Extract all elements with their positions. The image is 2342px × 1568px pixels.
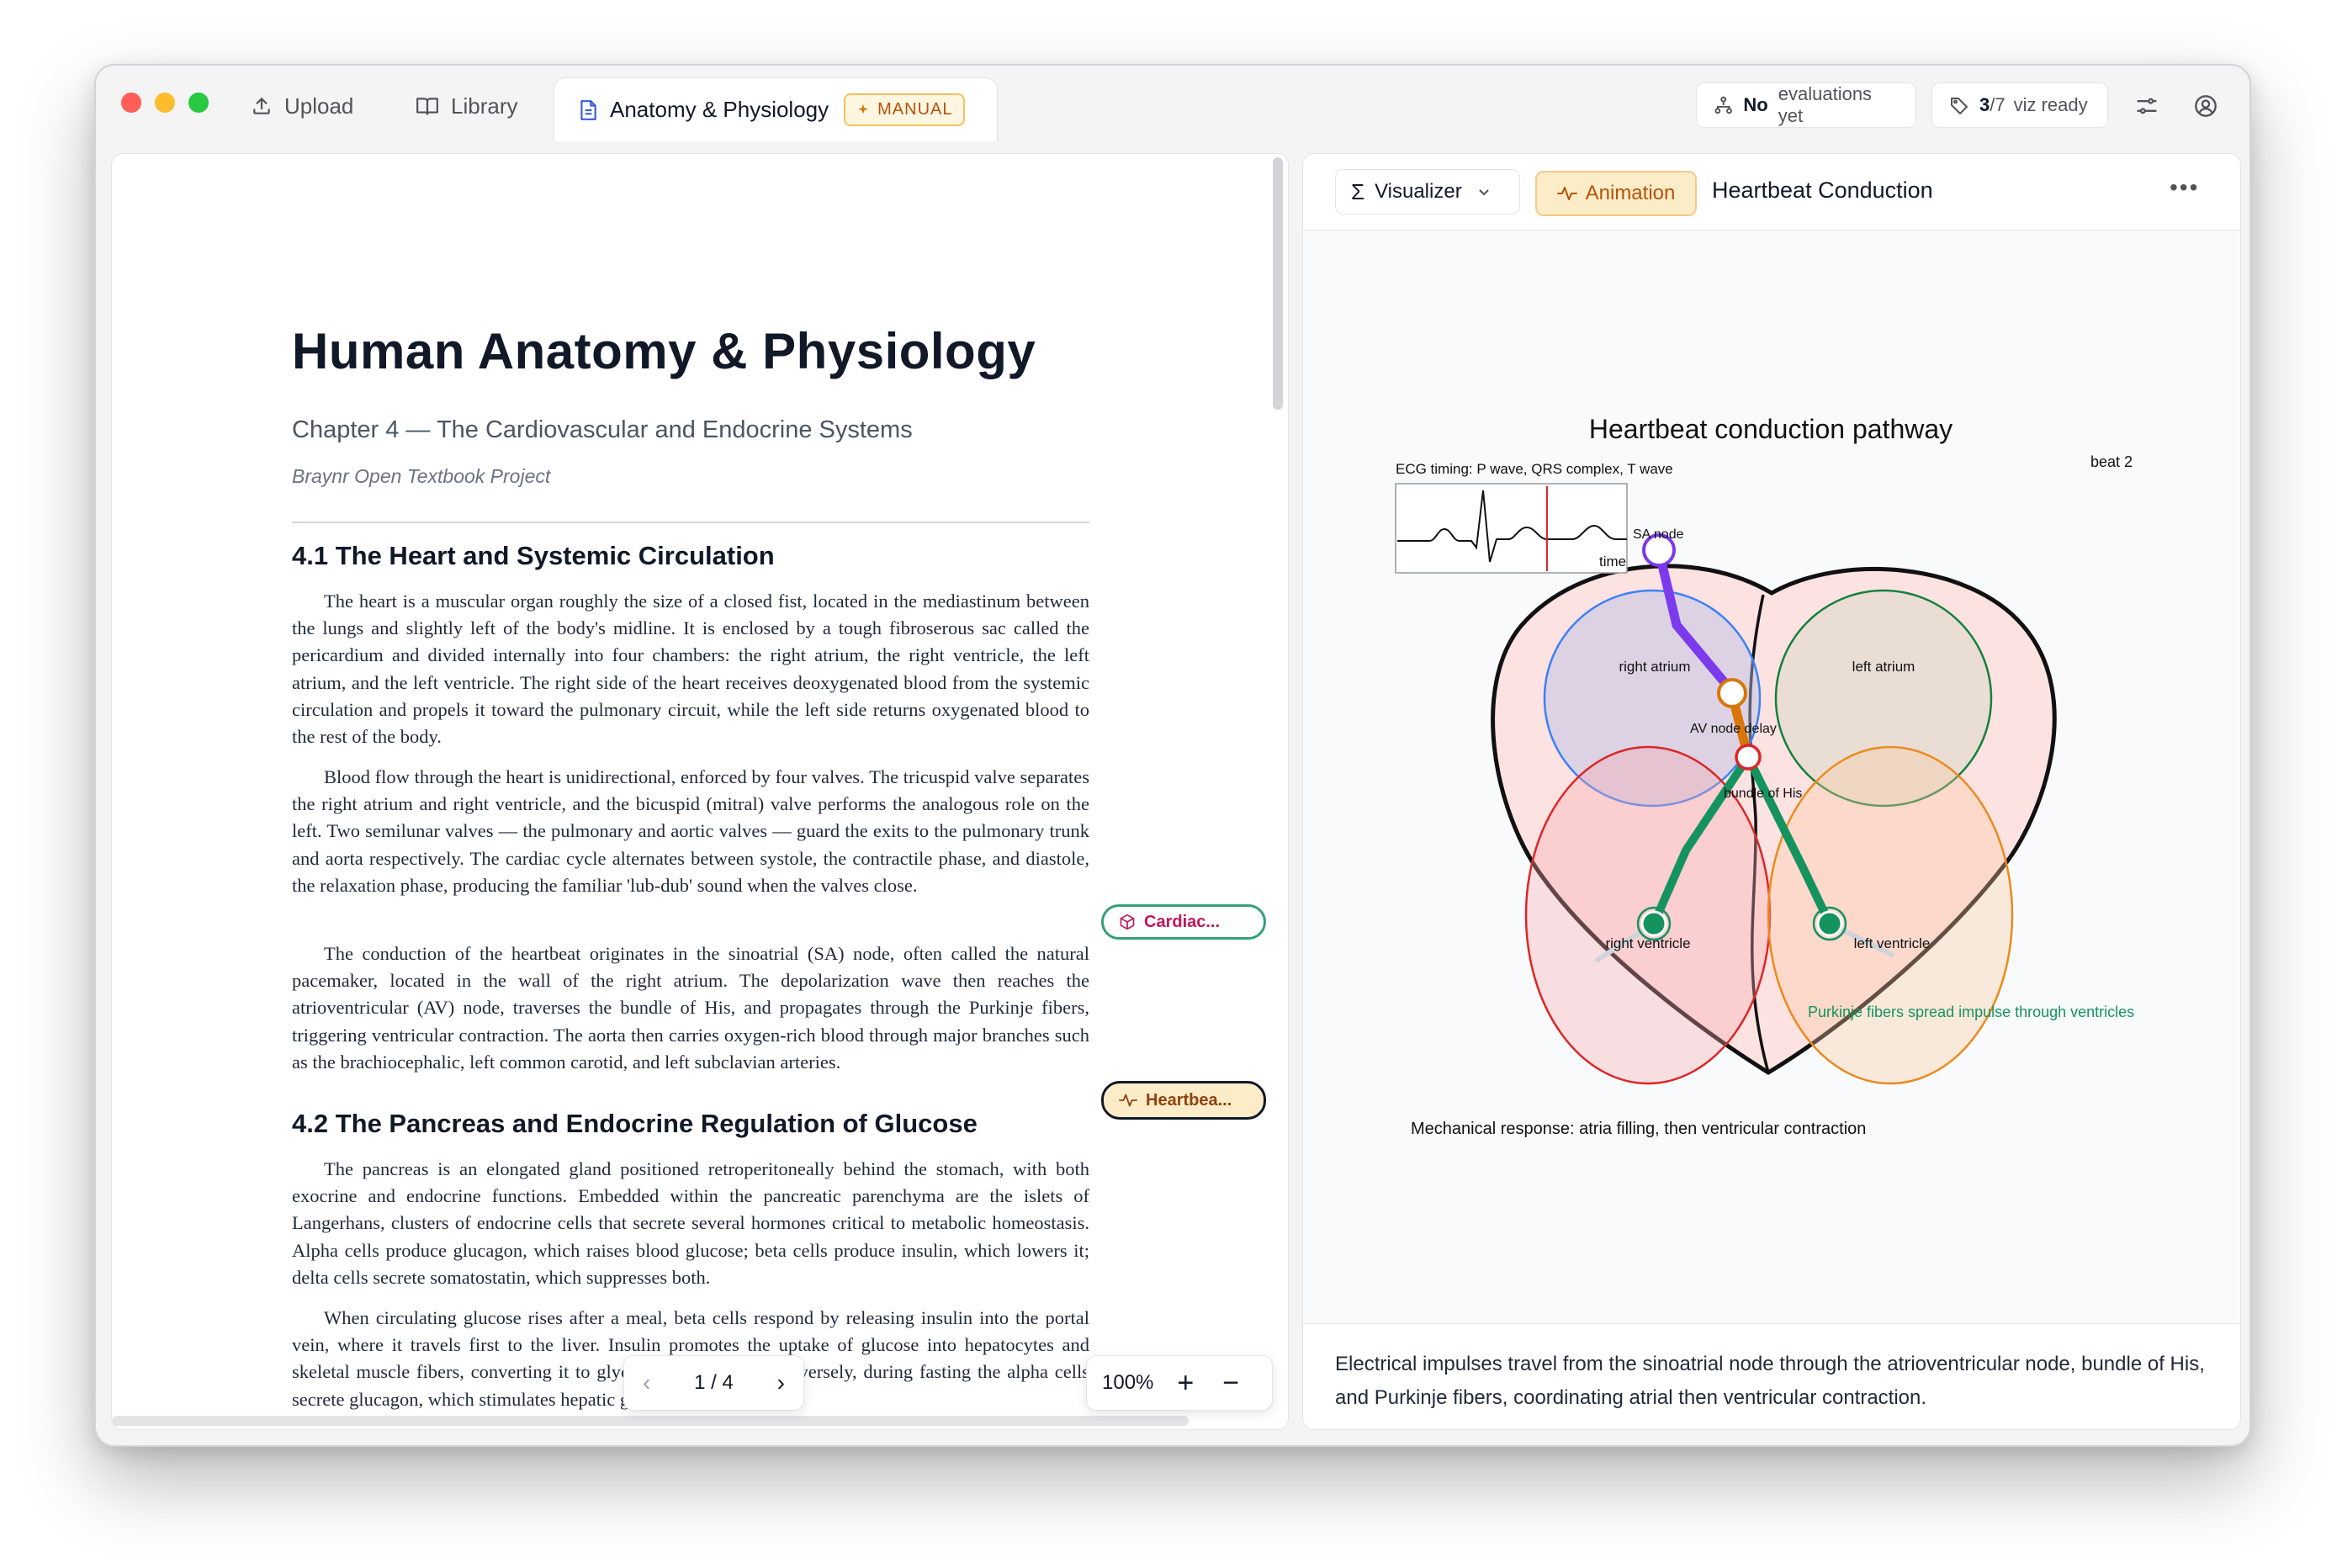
paragraph[interactable]: The pancreas is an elongated gland posit… — [292, 1158, 1089, 1288]
ecg-inset — [1395, 483, 1628, 574]
more-options-button[interactable]: ••• — [2170, 174, 2200, 200]
tab-library[interactable]: Library — [416, 84, 517, 128]
upload-icon — [253, 98, 270, 114]
paragraph[interactable]: The heart is a muscular organ roughly th… — [292, 591, 1089, 748]
hierarchy-icon — [1714, 96, 1732, 114]
visualizer-panel: Σ Visualizer Animation Heartbeat Conduct… — [1302, 153, 2241, 1430]
manual-badge-label: MANUAL — [877, 100, 953, 119]
title-bar: Upload Library Anatomy & Physiology MANU… — [96, 66, 2249, 153]
purkinje-left-ring — [1812, 906, 1847, 941]
viz-count: 3 — [1979, 94, 1990, 115]
bundle-label: bundle of His — [1724, 787, 1802, 801]
visualization-title: Heartbeat Conduction — [1712, 177, 1933, 203]
purkinje-left-branch — [1744, 753, 1834, 928]
left-ventricle-label: left ventricle — [1854, 935, 1931, 951]
next-page-button[interactable]: › — [776, 1369, 785, 1396]
sparkle-icon — [858, 103, 869, 114]
tab-document-label: Anatomy & Physiology — [610, 97, 829, 122]
sa-node — [1642, 533, 1676, 567]
left-atrium-label: left atrium — [1852, 659, 1915, 675]
manual-badge: MANUAL — [844, 93, 965, 126]
document-viewer[interactable]: Human Anatomy & Physiology Chapter 4 — T… — [111, 153, 1289, 1430]
tag-icon — [1951, 98, 1968, 114]
sa-av-pathway — [1654, 546, 1737, 697]
horizontal-scrollbar[interactable] — [112, 1416, 1189, 1426]
visualizer-header: Σ Visualizer Animation Heartbeat Conduct… — [1303, 154, 2240, 230]
sigma-icon: Σ — [1351, 178, 1365, 204]
av-node — [1717, 678, 1747, 708]
animation-mode-chip[interactable]: Animation — [1535, 171, 1697, 216]
page-indicator: 1 / 4 — [694, 1371, 734, 1394]
zoom-level[interactable]: 100% — [1102, 1371, 1154, 1394]
paragraph[interactable]: Blood flow through the heart is unidirec… — [292, 766, 1089, 896]
purkinje-label: Purkinje fibers spread impulse through v… — [1808, 1004, 2134, 1020]
septum — [1748, 594, 1770, 1073]
sa-node-label: SA node — [1633, 527, 1684, 542]
maximize-window-button[interactable] — [188, 93, 209, 113]
document-subtitle: Chapter 4 — The Cardiovascular and Endoc… — [292, 416, 913, 443]
heartbeat-viz-chip[interactable]: Heartbea... — [1101, 1081, 1266, 1120]
sliders-icon[interactable] — [2135, 94, 2159, 118]
app-window: Upload Library Anatomy & Physiology MANU… — [94, 64, 2251, 1447]
visualization-caption-box: Electrical impulses travel from the sino… — [1303, 1323, 2240, 1429]
bundle-node — [1735, 744, 1762, 771]
purkinje-right-branch — [1650, 753, 1752, 928]
evaluations-status[interactable]: No evaluations yet — [1696, 82, 1916, 128]
close-window-button[interactable] — [121, 93, 141, 113]
av-node-label: AV node delay — [1690, 722, 1777, 736]
zoom-out-button[interactable]: − — [1222, 1367, 1240, 1399]
paragraph[interactable]: The conduction of the heartbeat originat… — [292, 943, 1089, 1073]
document-title: Human Anatomy & Physiology — [292, 323, 1036, 379]
prev-page-button[interactable]: ‹ — [643, 1369, 651, 1396]
chevron-down-icon — [1478, 189, 1489, 196]
right-atrium — [1543, 589, 1762, 808]
right-ventricle-label: right ventricle — [1605, 935, 1690, 951]
purkinje-left-node — [1816, 910, 1843, 937]
paragraph[interactable]: When circulating glucose rises after a m… — [292, 1307, 1089, 1410]
right-atrium-label: right atrium — [1619, 659, 1690, 675]
book-icon — [416, 98, 438, 115]
title-divider — [292, 522, 1089, 523]
viz-ready-text: viz ready — [2013, 94, 2088, 115]
mechanical-response-label: Mechanical response: atria filling, then… — [1411, 1120, 1866, 1138]
cardiac-chip-label: Cardiac... — [1144, 912, 1221, 931]
diagram-title: Heartbeat conduction pathway — [1589, 414, 1953, 444]
viz-ready-status[interactable]: 3 /7 viz ready — [1931, 82, 2108, 128]
section-heading: 4.2 The Pancreas and Endocrine Regulatio… — [292, 1109, 978, 1138]
section-heading: 4.1 The Heart and Systemic Circulation — [292, 541, 775, 570]
minimize-window-button[interactable] — [155, 93, 175, 113]
heartbeat-chip-label: Heartbea... — [1146, 1090, 1232, 1110]
left-atrium — [1774, 589, 1993, 808]
visualization-caption: Electrical impulses travel from the sino… — [1335, 1353, 2205, 1409]
tab-library-label: Library — [451, 93, 518, 119]
ecg-label: ECG timing: P wave, QRS complex, T wave — [1396, 461, 1673, 477]
vertical-scrollbar[interactable] — [1273, 157, 1283, 410]
pulse-icon — [1119, 1094, 1137, 1107]
document-icon — [580, 99, 596, 120]
visualizer-select-label: Visualizer — [1375, 180, 1462, 203]
visualizer-select[interactable]: Σ Visualizer — [1335, 169, 1520, 215]
page-navigator: ‹ 1 / 4 › — [623, 1355, 804, 1411]
ecg-trace — [1397, 490, 1627, 563]
document-byline: Braynr Open Textbook Project — [292, 465, 551, 487]
ecg-time-label: time — [1599, 554, 1626, 569]
tab-upload-label: Upload — [284, 93, 354, 119]
zoom-controls: 100% + − — [1086, 1355, 1273, 1411]
purkinje-right-node — [1640, 910, 1667, 937]
account-icon[interactable] — [2194, 94, 2217, 118]
beat-label: beat 2 — [2090, 453, 2133, 470]
cube-icon — [1120, 914, 1135, 930]
pulse-icon — [1556, 187, 1577, 200]
zoom-in-button[interactable]: + — [1177, 1367, 1195, 1399]
evaluations-text: evaluations yet — [1778, 83, 1873, 126]
cardiac-viz-chip[interactable]: Cardiac... — [1101, 904, 1266, 940]
viz-total: /7 — [1990, 94, 2006, 115]
evaluations-strong: No — [1743, 94, 1768, 115]
tab-document[interactable]: Anatomy & Physiology MANUAL — [554, 77, 998, 141]
purkinje-right-ring — [1636, 906, 1672, 941]
tab-upload[interactable]: Upload — [251, 84, 353, 128]
animation-mode-label: Animation — [1585, 182, 1676, 204]
heartbeat-diagram: Heartbeat conduction pathway beat 2 ECG … — [1395, 414, 2134, 1138]
left-ventricle — [1767, 745, 2014, 1085]
